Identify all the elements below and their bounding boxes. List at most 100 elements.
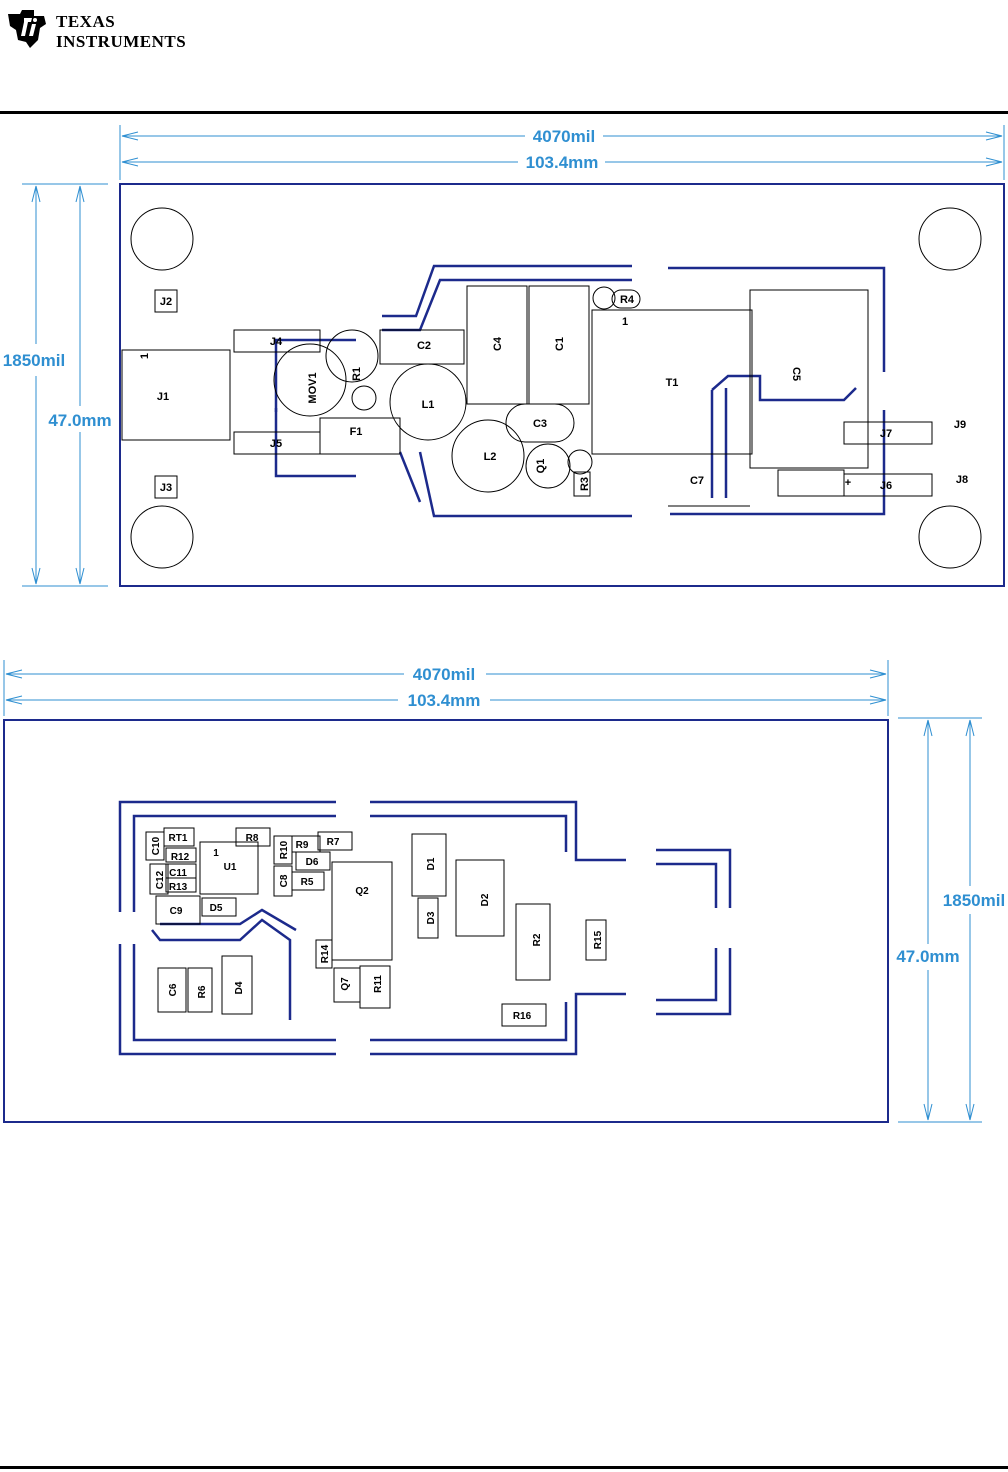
C7-footprint [777,469,845,497]
bottom-width-dimension: 4070mil 103.4mm [3,660,889,716]
J7-footprint [843,421,933,445]
D4-label: D4 [234,981,245,994]
L1-label: L1 [422,399,435,411]
C12-label: C12 [155,870,166,889]
R9-label: R9 [296,840,309,851]
Q7-label: Q7 [340,977,351,991]
C5-label: C5 [790,367,802,381]
bottom-width-mm: 103.4mm [408,691,481,710]
L2-label: L2 [484,451,497,463]
Q1-label: Q1 [535,459,547,474]
top-components: J1 1 J2 J3 J4 J5 MOV1 R1 F1 C2 L1 C4 [121,285,968,507]
J3-footprint [154,475,178,499]
top-width-dimension: 4070mil 103.4mm [119,125,1005,180]
top-width-mil: 4070mil [533,127,595,146]
bottom-view: 4070mil 103.4mm 1850mil 47.0mm [3,660,1005,1123]
R11-footprint [359,965,391,1009]
T1-label: T1 [666,377,679,389]
J1-pin1: 1 [139,353,151,359]
C7-plus: + [845,477,851,489]
D2-label: D2 [480,893,491,906]
L2-footprint [451,419,525,493]
R8-footprint [235,827,271,847]
C10-label: C10 [151,836,162,855]
bottom-width-mil: 4070mil [413,665,475,684]
D5-label: D5 [210,903,223,914]
top-board-outline [119,183,1005,587]
C8-label: C8 [279,874,290,887]
J3-label: J3 [160,482,172,494]
R16-label: R16 [513,1011,532,1022]
R8-label: R8 [246,833,259,844]
R2-label: R2 [532,933,543,946]
R10-label: R10 [279,840,290,859]
C12-footprint [149,863,169,895]
R1-label: R1 [351,367,363,381]
ti-logo: TEXAS INSTRUMENTS [4,6,194,52]
D2-footprint [455,859,505,937]
F1-footprint [319,417,401,455]
C11-label: C11 [169,868,187,879]
R13-footprint [165,877,197,893]
R2-footprint [515,903,551,981]
MOV1-footprint [273,343,347,417]
logo-line1: TEXAS [56,12,116,31]
top-height-dimension: 1850mil 47.0mm [3,183,112,587]
R7-footprint [317,831,353,851]
C3-footprint [505,403,575,443]
R1-footprint [325,329,379,383]
D1-footprint [411,833,447,897]
J4-label: J4 [270,336,283,348]
R6-footprint [187,967,213,1013]
D6-label: D6 [306,857,319,868]
top-view: 4070mil 103.4mm 1850mil 47.0mm [3,125,1005,587]
mounting-hole-br [918,505,982,569]
RT1-label: RT1 [169,833,188,844]
top-height-mm: 47.0mm [48,411,111,430]
J6-label: J6 [880,480,892,492]
C4-footprint [466,285,528,405]
R4-footprint [592,286,616,310]
mounting-hole-tr [918,207,982,271]
Q2-label: Q2 [355,886,369,897]
R15-label: R15 [593,930,604,949]
C6-footprint [157,967,187,1013]
D3-footprint [417,897,439,939]
top-isolation-slots [274,264,886,518]
J1-footprint [121,349,231,441]
top-width-mm: 103.4mm [526,153,599,172]
C3-label: C3 [533,418,547,430]
mounting-hole-bl [130,505,194,569]
R5-footprint [291,871,325,891]
D1-label: D1 [426,857,437,870]
Q2-footprint [331,861,393,961]
R12-label: R12 [171,852,190,863]
J2-footprint [154,289,178,313]
C6-label: C6 [168,983,179,996]
D6-footprint [295,851,331,871]
bottom-height-dimension: 1850mil 47.0mm [896,717,1005,1123]
J9-label: J9 [954,419,966,431]
footer-rule [0,1466,1008,1469]
R5-label: R5 [301,877,314,888]
Q1-footprint [525,443,571,489]
J8-label: J8 [956,474,968,486]
D4-footprint [221,955,253,1015]
R12-footprint [165,847,197,863]
C9-label: C9 [170,906,183,917]
D5-footprint [201,897,237,917]
R13-label: R13 [169,882,188,893]
R11-label: R11 [373,975,384,993]
R3-footprint [567,449,593,475]
U1-pin1: 1 [213,848,219,859]
bottom-height-mil: 1850mil [943,891,1005,910]
R16-footprint [501,1003,547,1027]
bottom-isolation-slots [118,800,732,1056]
R14-footprint [315,939,333,969]
U1-footprint [199,841,259,895]
C2-label: C2 [417,340,431,352]
C1-label: C1 [554,337,566,351]
J7-label: J7 [880,428,892,440]
R3-label: R3 [579,477,591,491]
